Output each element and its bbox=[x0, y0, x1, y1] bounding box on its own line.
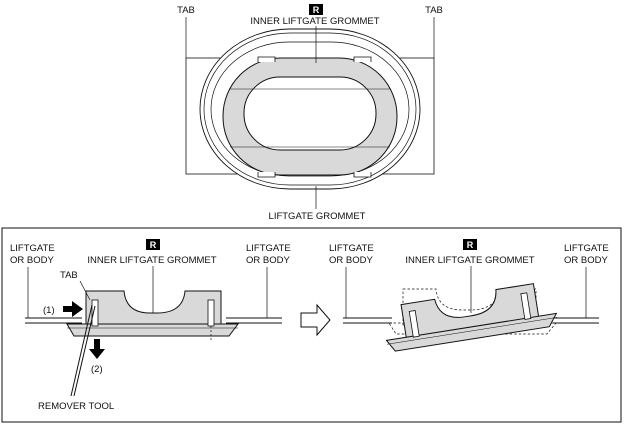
tab-leader-left bbox=[79, 280, 91, 301]
arrow-step1-icon bbox=[63, 301, 83, 317]
tab-clip-left bbox=[91, 299, 99, 327]
grommet-middle-ring bbox=[203, 32, 417, 186]
body-left-label-2: OR BODY bbox=[10, 255, 54, 266]
detail-panel-frame bbox=[1, 227, 622, 423]
body-left-label-1: LIFTGATE bbox=[10, 243, 55, 254]
inner-grommet-label-right: INNER LIFTGATE GROMMET bbox=[405, 255, 534, 266]
top-view: TAB TAB R INNER LIFTGATE GROMMET LIFTGAT… bbox=[177, 4, 443, 222]
remover-tool-label: REMOVER TOOL bbox=[38, 401, 114, 412]
grommet-inner-ring bbox=[210, 41, 410, 177]
inner-grommet-label-left: INNER LIFTGATE GROMMET bbox=[87, 255, 216, 266]
r-badge-left: R bbox=[146, 239, 160, 250]
body-left-label-1-r: LIFTGATE bbox=[329, 243, 374, 254]
arrow-step2-icon bbox=[89, 339, 105, 359]
step1-label: (1) bbox=[43, 305, 55, 316]
body-right-label-2-r: OR BODY bbox=[564, 255, 608, 266]
tab-top-right bbox=[353, 56, 372, 62]
remover-tool-b bbox=[73, 305, 96, 397]
tab-clip-right bbox=[207, 299, 215, 327]
tab-label-left: TAB bbox=[60, 270, 78, 281]
r-badge-top-text: R bbox=[313, 5, 320, 15]
tab-right-label: TAB bbox=[425, 5, 443, 16]
body-right-label-1: LIFTGATE bbox=[246, 243, 291, 254]
tilted-tab-right bbox=[520, 292, 532, 320]
r-badge-right-text: R bbox=[467, 240, 474, 250]
inner-grommet-section bbox=[85, 290, 222, 328]
remover-tool-a bbox=[70, 304, 93, 397]
tab-left-label: TAB bbox=[177, 5, 195, 16]
tab-bottom-left bbox=[257, 172, 276, 178]
grommet-flange bbox=[66, 323, 239, 337]
tilted-flange bbox=[385, 312, 558, 352]
tilted-tab-left bbox=[408, 310, 420, 338]
tab-bottom-right bbox=[353, 172, 372, 178]
detail-right: LIFTGATE OR BODY LIFTGATE OR BODY R INNE… bbox=[329, 239, 609, 352]
r-badge-left-text: R bbox=[150, 240, 157, 250]
r-badge-top: R bbox=[309, 4, 323, 15]
body-left-label-2-r: OR BODY bbox=[329, 255, 373, 266]
step2-label: (2) bbox=[91, 364, 103, 375]
inner-grommet-hole bbox=[243, 76, 377, 151]
tab-top-left bbox=[257, 56, 276, 62]
grommet-label: LIFTGATE GROMMET bbox=[269, 211, 366, 222]
r-badge-right: R bbox=[463, 239, 477, 250]
body-right-label-2: OR BODY bbox=[246, 255, 290, 266]
tilted-inner-grommet bbox=[400, 283, 540, 341]
body-right-label-1-r: LIFTGATE bbox=[564, 243, 609, 254]
tilted-flange-line bbox=[387, 317, 558, 345]
original-flange-outline bbox=[388, 322, 557, 335]
transition-arrow-icon bbox=[300, 303, 331, 337]
inner-grommet-label-top: INNER LIFTGATE GROMMET bbox=[250, 16, 379, 27]
detail-left: LIFTGATE OR BODY LIFTGATE OR BODY R INNE… bbox=[10, 239, 291, 412]
